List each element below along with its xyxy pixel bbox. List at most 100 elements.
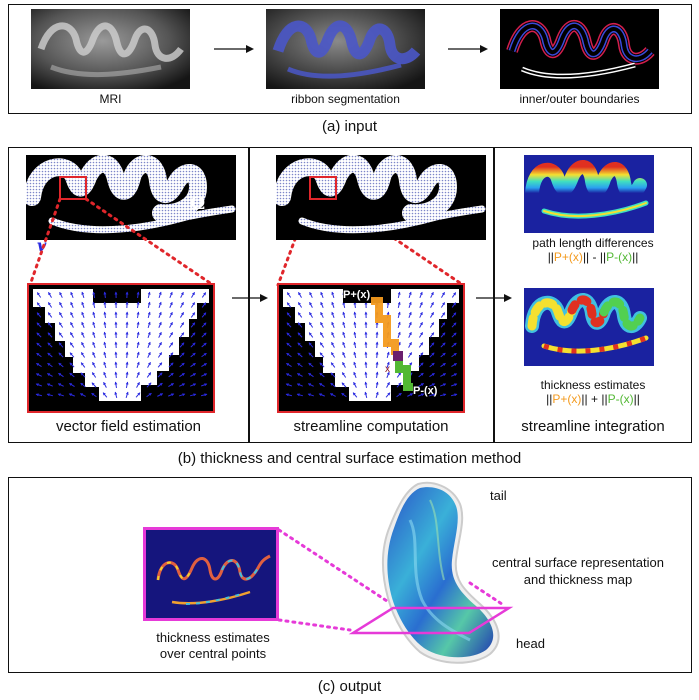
vector-arrow — [342, 301, 346, 309]
vector-arrow — [147, 321, 151, 329]
vector-arrow — [319, 342, 325, 348]
vector-arrow — [179, 332, 185, 338]
surface-label-line-2: and thickness map — [523, 572, 633, 587]
vector-arrow — [201, 322, 207, 328]
streamline-computation-label: streamline computation — [293, 418, 449, 435]
vector-arrow — [309, 311, 313, 318]
vector-arrow — [178, 393, 186, 397]
vector-arrow — [375, 381, 379, 389]
vector-arrow — [450, 393, 458, 397]
vector-arrow — [114, 361, 118, 369]
vector-arrow — [47, 342, 53, 348]
vector-arrow — [158, 321, 162, 328]
vector-arrow — [125, 391, 129, 399]
vector-arrow — [147, 331, 151, 338]
vector-arrow — [407, 352, 413, 358]
vector-arrow — [59, 311, 63, 318]
vector-arrow — [92, 331, 96, 339]
vector-arrow — [70, 321, 74, 328]
vector-arrow — [352, 392, 358, 398]
vector-arrow — [440, 332, 446, 338]
vector-arrow — [190, 352, 196, 358]
vector-arrow — [342, 351, 346, 358]
vector-arrow — [342, 361, 346, 368]
vector-arrow — [58, 372, 64, 378]
vector-arrow — [68, 393, 75, 397]
vector-arrow — [169, 301, 173, 308]
vector-arrow — [440, 383, 447, 387]
vector-arrow — [440, 362, 446, 368]
vector-arrow — [114, 371, 118, 379]
vector-arrow — [58, 332, 64, 338]
vector-arrow — [285, 383, 292, 387]
vector-arrow — [297, 322, 303, 328]
vector-arrow — [103, 381, 107, 388]
vector-arrow — [430, 301, 434, 308]
vector-arrow — [286, 332, 292, 338]
vector-arrow — [451, 312, 457, 318]
vector-arrow — [135, 392, 141, 398]
vector-arrow — [201, 342, 207, 348]
path-diff-heat — [525, 160, 649, 219]
vector-arrow — [92, 341, 96, 348]
tail-label: tail — [490, 488, 507, 503]
streamline-arrows: x — [283, 289, 459, 401]
vector-arrow — [419, 321, 423, 328]
vector-arrow — [157, 362, 163, 368]
vector-arrow — [57, 393, 65, 397]
vector-arrow — [331, 321, 335, 328]
vector-arrow — [58, 362, 64, 368]
panel-a-caption: (a) input — [321, 118, 378, 135]
vector-arrow — [92, 351, 96, 358]
vector-arrow — [386, 381, 390, 388]
vector-arrow — [419, 291, 423, 298]
vector-arrow — [35, 393, 43, 397]
vector-arrow — [92, 321, 96, 329]
vector-arrow — [342, 311, 346, 319]
vector-arrow — [331, 311, 335, 318]
vector-arrow — [308, 322, 314, 328]
vector-arrow — [103, 301, 107, 309]
vector-arrow — [318, 393, 325, 397]
vector-arrow — [158, 301, 162, 308]
vector-arrow — [408, 341, 412, 348]
vector-arrow — [169, 311, 173, 318]
vector-arrow — [396, 392, 402, 398]
vector-arrow — [168, 372, 174, 378]
vector-arrow — [180, 301, 184, 308]
vector-arrow — [386, 361, 390, 369]
vector-arrow — [103, 331, 107, 339]
vector-arrow — [79, 393, 86, 397]
vector-arrow — [418, 372, 424, 378]
vector-arrow — [190, 312, 196, 318]
vector-arrow — [179, 372, 185, 378]
vector-arrow — [429, 383, 436, 387]
vector-arrow — [440, 373, 447, 377]
vector-arrow — [451, 302, 457, 308]
vector-arrow — [396, 372, 402, 378]
vector-arrow — [319, 352, 325, 358]
vector-arrow — [168, 393, 175, 397]
p-plus-label: P+(x) — [343, 289, 371, 301]
vector-arrow — [70, 332, 74, 338]
vector-arrow — [136, 311, 140, 319]
vector-arrow — [46, 393, 54, 397]
vector-arrow — [297, 352, 303, 358]
vector-arrow — [307, 393, 315, 397]
boundary-curves — [506, 20, 655, 79]
dotted-domain-shape-2 — [276, 155, 486, 234]
vector-arrow — [429, 362, 435, 368]
vector-arrow — [331, 331, 335, 338]
vector-arrow — [114, 381, 118, 389]
vector-arrow — [179, 322, 185, 328]
vector-arrow — [147, 351, 151, 358]
arrow-b2 — [476, 294, 512, 302]
vector-arrow — [36, 292, 42, 298]
vector-arrow — [429, 332, 435, 338]
vector-arrow — [158, 331, 162, 338]
vector-arrow — [308, 332, 314, 338]
vector-arrow — [297, 302, 303, 308]
vector-arrow — [331, 291, 335, 299]
vector-arrow — [47, 322, 53, 328]
vector-arrow — [69, 362, 75, 368]
